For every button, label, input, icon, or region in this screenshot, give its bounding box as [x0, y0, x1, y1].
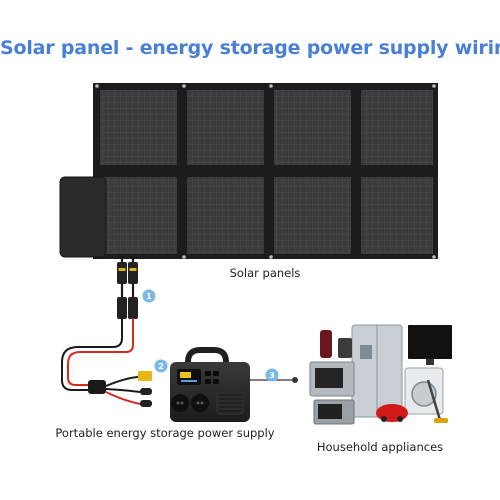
xt60-connector: [138, 371, 152, 381]
red-cable: [67, 318, 134, 386]
vacuum-cleaner: [376, 404, 408, 422]
svg-text:3: 3: [269, 371, 275, 380]
appliance-group-icon: [309, 324, 452, 425]
step-badge-3: 3: [265, 368, 279, 382]
panel-cell: [187, 90, 264, 165]
power-supply-caption: Portable energy storage power supply: [55, 426, 275, 440]
coffee-maker: [338, 338, 352, 358]
dc-connector: [140, 388, 152, 395]
panel-cell: [100, 90, 177, 165]
solar-panel-icon: [59, 83, 438, 259]
panel-cell: [100, 177, 177, 254]
panel-cell: [361, 90, 433, 165]
panel-cell: [361, 177, 433, 254]
splitter-cable: [88, 371, 152, 407]
output-plug: [292, 377, 298, 383]
appliances-caption: Household appliances: [316, 440, 444, 454]
panel-cell: [274, 177, 351, 254]
svg-text:2: 2: [158, 362, 164, 371]
black-cable: [61, 318, 123, 391]
television: [408, 325, 452, 359]
panel-cell: [187, 177, 264, 254]
svg-text:1: 1: [146, 292, 152, 301]
dc-connector: [140, 400, 152, 407]
step-badge-1: 1: [142, 289, 156, 303]
power-station-icon: [170, 347, 250, 422]
step-badge-2: 2: [154, 359, 168, 373]
diagram-title: Solar panel - energy storage power suppl…: [0, 37, 500, 59]
solar-panels-caption: Solar panels: [229, 266, 301, 280]
mc4-connector-icon: [117, 257, 138, 319]
blender: [320, 330, 332, 358]
stick-vacuum: [426, 379, 442, 421]
panel-cell: [274, 90, 351, 165]
junction-pouch: [59, 176, 107, 258]
